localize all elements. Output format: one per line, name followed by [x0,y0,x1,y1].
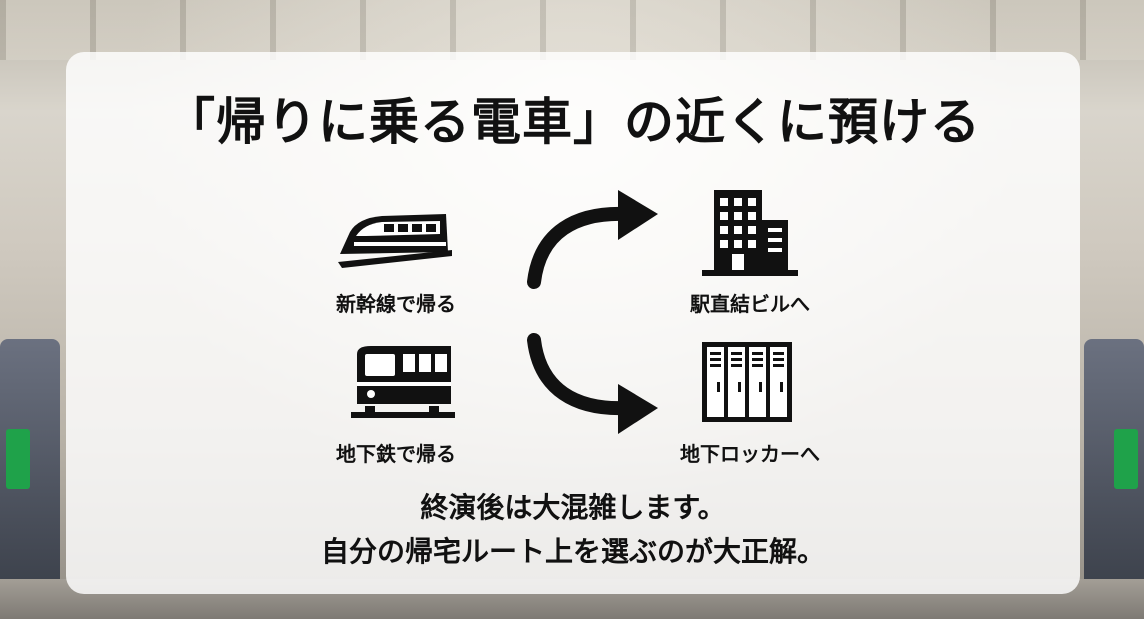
ticket-gate-left [0,339,60,589]
arrow-up-right-icon [527,190,658,289]
message-line-2: 自分の帰宅ルート上を選ぶのが大正解。 [320,535,825,568]
building-icon [702,190,798,276]
ticket-gate-right [1084,339,1144,589]
bullet-train-icon [338,214,452,268]
destination-label-building: 駅直結ビルへ [690,292,810,316]
page-title: 「帰りに乗る電車」の近くに預ける [165,93,981,151]
message-line-1: 終演後は大混雑します。 [420,491,726,524]
route-label-subway: 地下鉄で帰る [336,442,456,466]
destination-label-locker: 地下ロッカーへ [680,442,820,466]
arrow-down-right-icon [527,333,658,434]
subway-train-icon [351,346,455,418]
route-label-shinkansen: 新幹線で帰る [336,292,456,316]
ceiling-lights [0,0,1144,60]
coin-locker-icon [702,342,792,422]
info-card: 「帰りに乗る電車」の近くに預ける 新幹線で帰る 地下鉄で帰る [66,52,1080,594]
